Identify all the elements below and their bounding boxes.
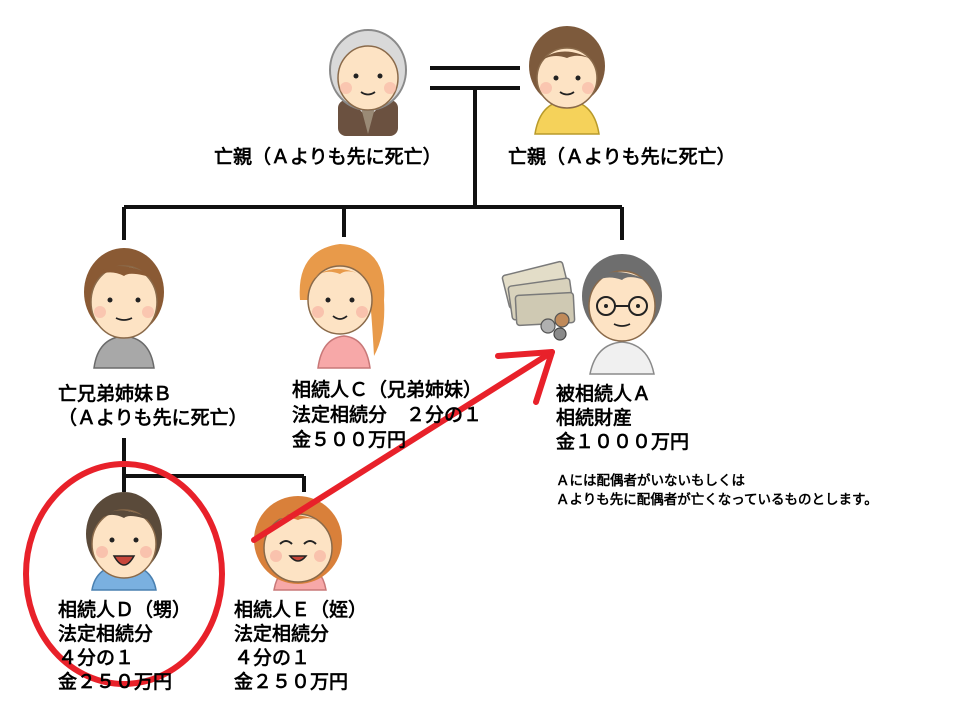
mother-label: 亡親（Ａよりも先に死亡）: [508, 145, 736, 169]
spouse-note: Ａには配偶者がいないもしくは Ａよりも先に配偶者が亡くなっているものとします。: [556, 472, 878, 510]
heir-c-name: 相続人Ｃ（兄弟姉妹）: [292, 379, 483, 401]
heir-e-share-fraction: ４分の１: [234, 647, 311, 669]
heir-c-avatar: [299, 244, 385, 369]
heir-e-label: 相続人Ｅ（姪） 法定相続分 ４分の１ 金２５０万円: [234, 598, 367, 694]
sibling-b-name: 亡兄弟姉妹Ｂ: [58, 383, 173, 405]
tree-lines: [122, 66, 624, 492]
heir-e-amount: 金２５０万円: [234, 671, 349, 693]
heir-e-avatar: [254, 496, 342, 591]
father-avatar: [329, 29, 407, 136]
mother-avatar: [529, 26, 605, 135]
spouse-note-line2: Ａよりも先に配偶者が亡くなっているものとします。: [556, 492, 878, 508]
spouse-note-line1: Ａには配偶者がいないもしくは: [556, 473, 745, 489]
heir-d-amount: 金２５０万円: [58, 671, 173, 693]
heir-e-name: 相続人Ｅ（姪）: [234, 599, 368, 621]
heir-d-share-fraction: ４分の１: [58, 647, 135, 669]
heir-e-share-label: 法定相続分: [234, 623, 330, 645]
mother-label-text: 亡親（Ａよりも先に死亡）: [508, 146, 736, 168]
father-label-text: 亡親（Ａよりも先に死亡）: [214, 146, 442, 168]
heir-d-label: 相続人Ｄ（甥） 法定相続分 ４分の１ 金２５０万円: [58, 598, 191, 694]
heir-c-label: 相続人Ｃ（兄弟姉妹） 法定相続分 ２分の１ 金５００万円: [292, 378, 482, 453]
heir-c-share: 法定相続分 ２分の１: [292, 404, 483, 426]
decedent-a-avatar: [582, 254, 662, 375]
decedent-a-estate-amount: 金１０００万円: [556, 431, 690, 453]
heir-d-avatar: [86, 492, 162, 591]
heir-d-share-label: 法定相続分: [58, 623, 154, 645]
father-label: 亡親（Ａよりも先に死亡）: [214, 145, 442, 169]
sibling-b-avatar: [84, 248, 164, 369]
decedent-a-label: 被相続人Ａ 相続財産 金１０００万円: [556, 382, 689, 454]
money-illustration: [501, 260, 576, 341]
decedent-a-name: 被相続人Ａ: [556, 383, 652, 405]
heir-d-name: 相続人Ｄ（甥）: [58, 599, 192, 621]
inheritance-arrow: [251, 349, 555, 543]
heir-c-amount: 金５００万円: [292, 429, 407, 451]
highlight-circle-d: [23, 461, 225, 687]
decedent-a-estate-label: 相続財産: [556, 407, 633, 429]
sibling-b-label: 亡兄弟姉妹Ｂ （Ａよりも先に死亡）: [58, 382, 248, 430]
sibling-b-note: （Ａよりも先に死亡）: [58, 407, 248, 429]
